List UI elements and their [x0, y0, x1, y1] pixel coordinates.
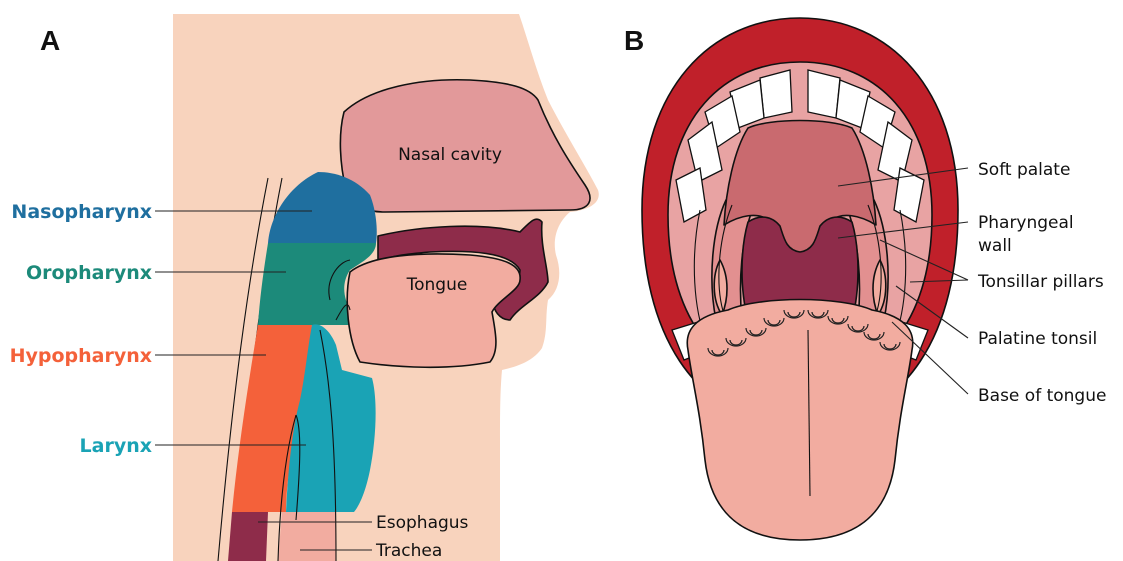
soft-palate-label: Soft palate — [978, 160, 1070, 180]
palatine-tonsil-label: Palatine tonsil — [978, 329, 1097, 349]
trachea-label: Trachea — [375, 541, 442, 561]
pharyngeal-wall-label-line1: Pharyngeal — [978, 213, 1074, 233]
trachea-region — [278, 512, 336, 561]
oropharynx-label: Oropharynx — [26, 262, 152, 284]
panel-b: B Soft palate Pharyngeal wall Tonsillar … — [624, 18, 1106, 540]
hypopharynx-label: Hypopharynx — [10, 345, 152, 367]
panel-b-letter: B — [624, 25, 644, 56]
tonsillar-pillars-label: Tonsillar pillars — [977, 272, 1104, 292]
panel-a-letter: A — [40, 25, 60, 56]
nasopharynx-label: Nasopharynx — [11, 201, 152, 223]
esophagus-label: Esophagus — [376, 513, 469, 533]
larynx-label: Larynx — [80, 435, 152, 457]
panel-a: A Nasopharynx Oropharynx Hypopharynx Lar… — [10, 14, 599, 561]
base-of-tongue-label: Base of tongue — [978, 386, 1106, 406]
tongue-b — [687, 300, 912, 541]
tongue-label: Tongue — [406, 275, 468, 295]
nasal-cavity-label: Nasal cavity — [398, 145, 502, 165]
esophagus-region — [228, 512, 268, 561]
pharyngeal-wall-label-line2: wall — [978, 236, 1012, 256]
